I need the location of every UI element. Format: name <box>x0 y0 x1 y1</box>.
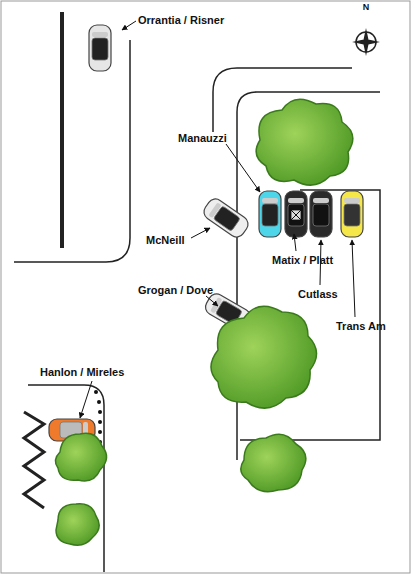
curb <box>60 12 64 248</box>
tree <box>55 99 352 545</box>
curb <box>237 92 380 190</box>
compass <box>352 28 380 56</box>
curb <box>14 40 130 262</box>
leader-line <box>80 21 355 418</box>
vehicle-label: Manauzzi <box>178 132 227 145</box>
compass-letter: N <box>363 2 370 12</box>
vehicle-label: Hanlon / Mireles <box>40 366 124 379</box>
vehicle-label: Orrantia / Risner <box>138 14 224 27</box>
vehicle-label: Trans Am <box>336 320 386 333</box>
car <box>310 191 332 237</box>
vehicle-label: Grogan / Dove <box>138 284 213 297</box>
car <box>259 191 281 237</box>
vehicle-label: Cutlass <box>298 288 338 301</box>
car <box>341 191 363 237</box>
zigzag <box>24 412 44 508</box>
car <box>285 191 307 237</box>
vehicle-label: Matix / Platt <box>272 254 333 267</box>
car <box>89 25 111 71</box>
vehicle-label: McNeill <box>146 234 185 247</box>
car <box>201 196 251 240</box>
